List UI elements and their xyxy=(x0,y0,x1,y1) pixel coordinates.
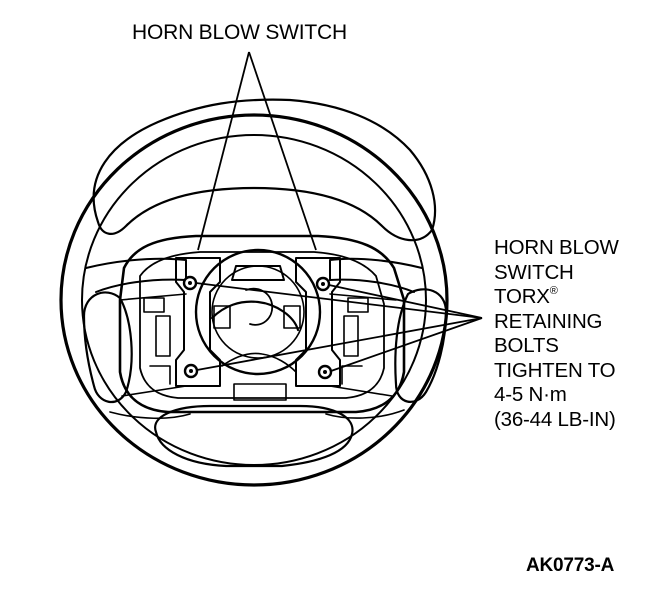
figure-id: AK0773-A xyxy=(526,555,615,576)
callout-line: HORN BLOW xyxy=(494,236,619,259)
right-contact-plate xyxy=(295,257,341,387)
right-spoke xyxy=(329,257,423,293)
callout-line: RETAINING xyxy=(494,309,603,333)
callout-line: TIGHTEN TO xyxy=(494,358,616,382)
retaining-bolts-callout: HORN BLOW SWITCH TORX® RETAINING BOLTS T… xyxy=(494,236,619,432)
callout-line: SWITCH xyxy=(494,260,574,284)
registered-mark: ® xyxy=(549,285,558,297)
left-spoke xyxy=(85,257,187,293)
right-grip-pad xyxy=(394,288,448,403)
bottom-grip-pad xyxy=(154,404,354,468)
bolt-leaders xyxy=(195,282,483,372)
callout-line: 4-5 N·m xyxy=(494,383,567,406)
horn-switch-leaders xyxy=(197,51,317,251)
callout-line: BOLTS xyxy=(494,334,559,357)
horn-blow-switch-label: HORN BLOW SWITCH xyxy=(132,21,347,44)
callout-line: (36-44 LB-IN) xyxy=(494,407,616,431)
torx-bolts xyxy=(182,275,333,380)
wire-harness xyxy=(210,300,300,332)
clock-spring xyxy=(194,248,322,376)
top-grip-pad xyxy=(92,98,437,242)
horn-switch-housing xyxy=(118,234,406,414)
torx-text: TORX xyxy=(494,285,550,308)
callout-line: TORX® xyxy=(494,285,619,310)
wheel-outer-rim xyxy=(59,113,449,487)
wheel-inner-rim xyxy=(81,134,427,466)
left-contact-plate xyxy=(175,257,221,387)
